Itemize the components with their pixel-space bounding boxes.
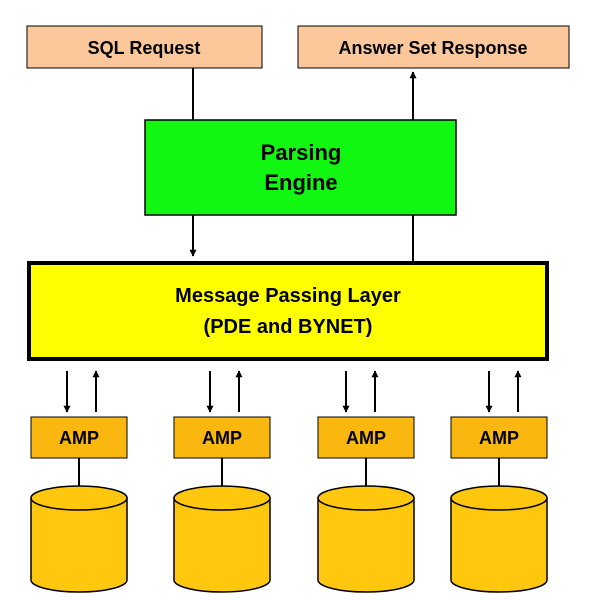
amp-unit: AMP bbox=[173, 370, 271, 593]
amp-label: AMP bbox=[346, 428, 386, 448]
message-passing-layer-label-line1: Message Passing Layer bbox=[175, 285, 401, 307]
amp-label: AMP bbox=[479, 428, 519, 448]
disk-cylinder bbox=[173, 485, 271, 593]
sql-request-box: SQL Request bbox=[26, 25, 263, 69]
amp-unit: AMP bbox=[30, 370, 128, 593]
parsing-engine-box: Parsing Engine bbox=[144, 119, 457, 216]
disk-cylinder bbox=[450, 485, 548, 593]
parsing-engine-label-line2: Engine bbox=[264, 170, 337, 195]
amp-unit: AMP bbox=[450, 370, 548, 593]
answer-set-response-box: Answer Set Response bbox=[297, 25, 570, 69]
disk-cylinder bbox=[30, 485, 128, 593]
disk-cylinder bbox=[317, 485, 415, 593]
answer-set-response-label: Answer Set Response bbox=[338, 38, 527, 58]
amp-box bbox=[30, 416, 128, 459]
amp-units: AMP AMP AMP bbox=[30, 370, 548, 593]
parsing-engine-label-line1: Parsing bbox=[261, 140, 342, 165]
message-passing-layer-box: Message Passing Layer (PDE and BYNET) bbox=[27, 261, 549, 361]
amp-label: AMP bbox=[202, 428, 242, 448]
message-passing-layer-label-line2: (PDE and BYNET) bbox=[204, 316, 373, 338]
amp-unit: AMP bbox=[317, 370, 415, 593]
sql-request-label: SQL Request bbox=[88, 38, 201, 58]
amp-label: AMP bbox=[59, 428, 99, 448]
